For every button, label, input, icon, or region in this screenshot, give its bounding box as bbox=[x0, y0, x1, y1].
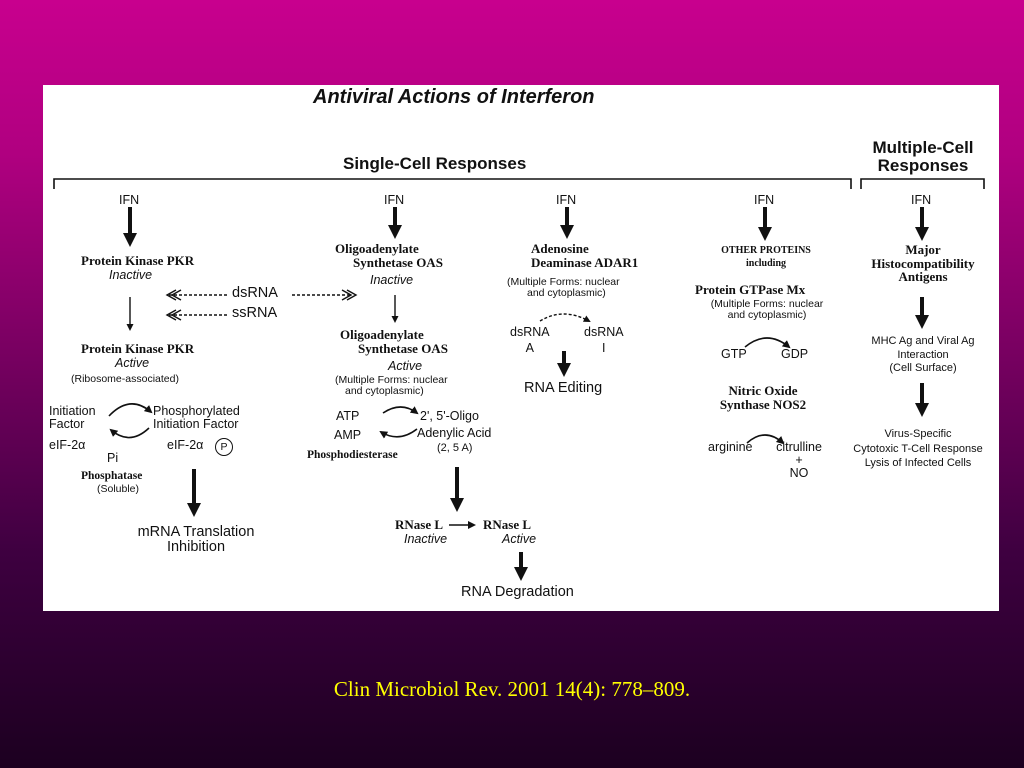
rnase-active: RNase L bbox=[483, 517, 532, 532]
citation-text: Clin Microbiol Rev. 2001 14(4): 778–809. bbox=[333, 677, 691, 701]
oas-inactive-state: Inactive bbox=[370, 273, 414, 287]
mhc-arrows bbox=[915, 297, 929, 417]
single-cell-header: Single-Cell Responses bbox=[343, 154, 527, 173]
dsrna-arrow bbox=[165, 289, 358, 301]
atp-label: ATP bbox=[336, 409, 360, 423]
translation-arrow bbox=[187, 469, 201, 517]
oas-active-state: Active bbox=[388, 359, 423, 373]
phosphorylation-cycle-bottom bbox=[109, 427, 150, 439]
degradation-arrow bbox=[514, 552, 528, 581]
gtp-label: GTP bbox=[721, 347, 747, 361]
editing-cycle-arrow bbox=[539, 313, 591, 322]
nos2-products: citrulline+NO bbox=[776, 440, 822, 481]
pi-label: Pi bbox=[107, 451, 119, 465]
ifn-label-pkr: IFN bbox=[119, 193, 140, 207]
pkr-active-state: Active bbox=[115, 356, 150, 370]
oligo-amp-arrow bbox=[379, 428, 418, 439]
single-cell-bracket bbox=[53, 178, 852, 189]
rnase-inactive: RNase L bbox=[395, 517, 444, 532]
ifn-label-adar: IFN bbox=[556, 193, 577, 207]
phosphatase-label: Phosphatase bbox=[81, 470, 143, 482]
rnase-arrow bbox=[450, 467, 464, 512]
oligo-label: 2', 5'-Oligo Adenylic Acid (2, 5 A) bbox=[417, 409, 492, 455]
eif-left: eIF-2α bbox=[49, 438, 86, 452]
interferon-diagram: Antiviral Actions of Interferon Single-C… bbox=[43, 85, 999, 611]
ifn-label-other: IFN bbox=[754, 193, 775, 207]
diagram-arrows bbox=[53, 178, 985, 581]
pkr-inactive-state: Inactive bbox=[109, 268, 153, 282]
phosphate-circle: P bbox=[215, 438, 233, 456]
atp-oligo-arrow bbox=[382, 406, 419, 415]
ifn-arrows bbox=[123, 207, 929, 247]
ssrna-arrow bbox=[165, 309, 227, 321]
pkr-inactive-name: Protein Kinase PKR bbox=[81, 253, 195, 268]
rna-degradation: RNA Degradation bbox=[461, 584, 574, 600]
gtpase-mx: Protein GTPase Mx bbox=[695, 282, 806, 297]
phosphatase-soluble: (Soluble) bbox=[97, 483, 140, 495]
amp-label: AMP bbox=[334, 428, 362, 442]
pkr-active-name: Protein Kinase PKR bbox=[81, 341, 195, 356]
diagram-title: Antiviral Actions of Interferon bbox=[313, 86, 595, 108]
multi-cell-bracket bbox=[860, 178, 985, 189]
phosphorylation-cycle-top bbox=[108, 403, 153, 417]
eif-right: eIF-2α bbox=[167, 438, 204, 452]
ifn-label-mhc: IFN bbox=[911, 193, 932, 207]
editing-arrow bbox=[557, 351, 571, 377]
rna-editing: RNA Editing bbox=[524, 380, 603, 396]
arginine-citrulline-arrow bbox=[746, 434, 785, 445]
rnase-inactive-state: Inactive bbox=[404, 532, 448, 546]
ssrna-label: ssRNA bbox=[232, 305, 278, 321]
pkr-location: (Ribosome-associated) bbox=[71, 373, 179, 385]
gdp-label: GDP bbox=[781, 347, 809, 361]
dsrna-label: dsRNA bbox=[232, 285, 278, 301]
gtp-gdp-arrow bbox=[744, 337, 791, 349]
ifn-label-oas: IFN bbox=[384, 193, 405, 207]
arginine-label: arginine bbox=[708, 440, 753, 454]
rnase-active-state: Active bbox=[502, 532, 537, 546]
phosphodiesterase-label: Phosphodiesterase bbox=[307, 449, 398, 461]
